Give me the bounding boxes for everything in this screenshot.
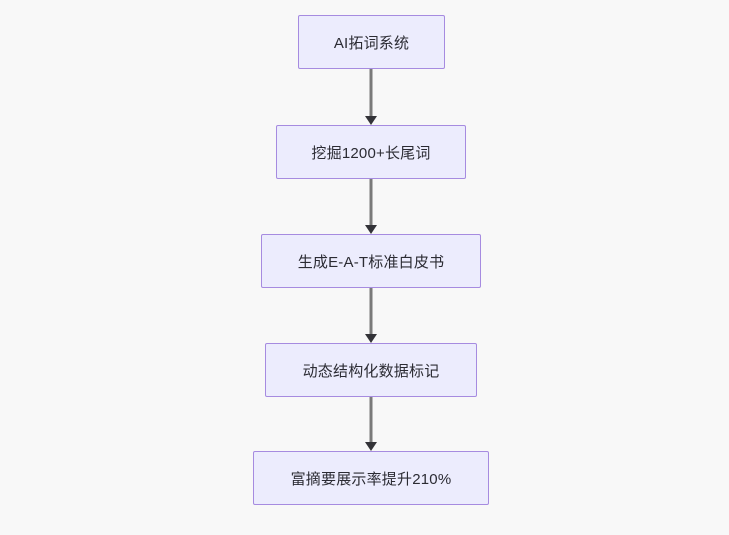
edge-node3-to-node4 xyxy=(369,288,373,334)
edge-node1-to-node2 xyxy=(369,69,373,116)
flow-node-label: AI拓词系统 xyxy=(333,34,410,52)
flow-node-mine-longtail-keywords[interactable]: 挖掘1200+长尾词 xyxy=(276,125,466,179)
flow-node-label: 动态结构化数据标记 xyxy=(302,362,440,380)
flow-node-label: 富摘要展示率提升210% xyxy=(290,470,452,488)
arrowhead-node3 xyxy=(365,225,377,234)
flow-node-dynamic-structured-data-markup[interactable]: 动态结构化数据标记 xyxy=(265,343,477,397)
arrowhead-node4 xyxy=(365,334,377,343)
edge-node2-to-node3 xyxy=(369,179,373,225)
flow-node-label: 生成E-A-T标准白皮书 xyxy=(297,253,445,271)
edge-node4-to-node5 xyxy=(369,397,373,442)
flow-node-generate-eat-whitepaper[interactable]: 生成E-A-T标准白皮书 xyxy=(261,234,481,288)
flow-node-ai-keyword-system[interactable]: AI拓词系统 xyxy=(298,15,445,69)
arrowhead-node5 xyxy=(365,442,377,451)
flow-node-label: 挖掘1200+长尾词 xyxy=(311,144,431,162)
flow-node-rich-snippet-impression-uplift[interactable]: 富摘要展示率提升210% xyxy=(253,451,489,505)
arrowhead-node2 xyxy=(365,116,377,125)
